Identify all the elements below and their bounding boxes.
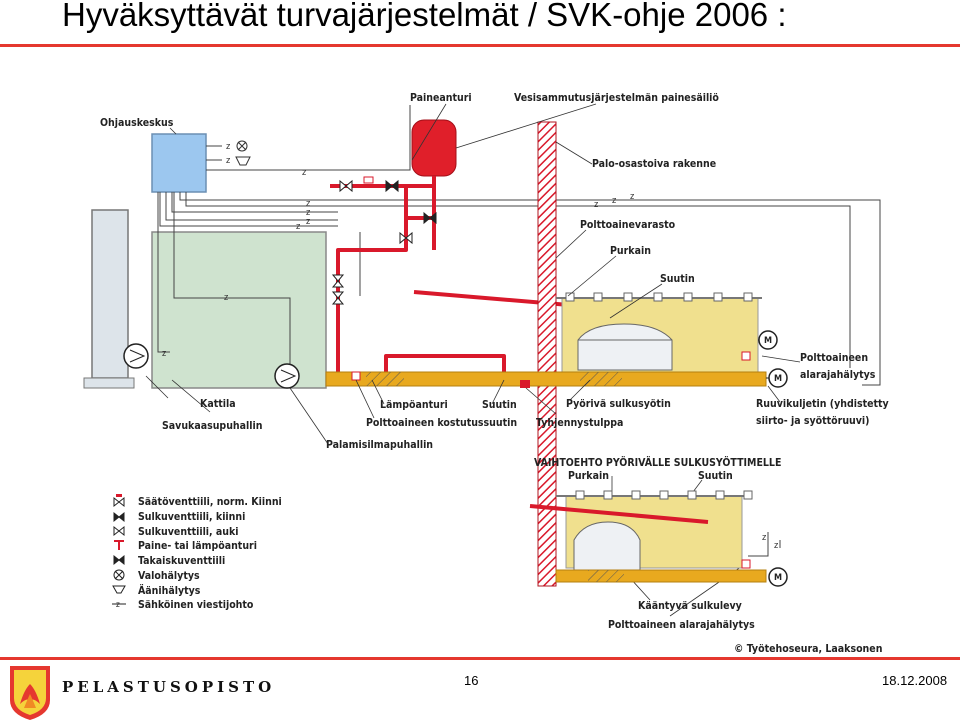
label-tilting-plate: Kääntyvä sulkulevy — [638, 600, 742, 612]
label-fuel-low-1: Polttoaineen — [800, 352, 868, 364]
label-control-center: Ohjauskeskus — [100, 117, 174, 129]
label-copyright: © Työtehoseura, Laaksonen — [734, 643, 882, 655]
label-heat-sensor: Lämpöanturi — [380, 399, 448, 411]
shutoff-valve-closed-icon — [113, 511, 125, 523]
motor-label: M — [764, 336, 772, 346]
z-mark: z — [612, 196, 616, 206]
z-mark: z — [306, 199, 310, 209]
motor-icon — [768, 567, 788, 587]
light-alarm-icon — [236, 140, 248, 152]
label-boiler: Kattila — [200, 398, 236, 410]
legend-label: Valohälytys — [138, 570, 200, 582]
light-alarm-icon — [113, 569, 125, 581]
motor-label: M — [774, 374, 782, 384]
z-mark: z — [774, 541, 778, 551]
legend-label: Paine- tai lämpöanturi — [138, 540, 257, 552]
label-rotary-feeder: Pyörivä sulkusyötin — [566, 398, 671, 410]
label-fuel-storage: Polttoainevarasto — [580, 219, 676, 231]
safety-system-diagram: z z z z z z z z z z z z z z — [83, 92, 889, 655]
label-fuel-low-2: alarajahälytys — [800, 369, 876, 381]
z-mark: z — [226, 142, 230, 152]
legend-label: Sulkuventtiili, kiinni — [138, 511, 245, 523]
page-number: 16 — [464, 673, 479, 688]
z-mark: z — [594, 200, 598, 210]
label-unloader-2: Purkain — [568, 470, 609, 482]
label-fire-wall: Palo-osastoiva rakenne — [592, 158, 716, 170]
z-mark: z — [296, 222, 300, 232]
z-mark: z — [226, 156, 230, 166]
page-title: Hyväksyttävät turvajärjestelmät / SVK-oh… — [62, 0, 787, 33]
label-screw-1: Ruuvikuljetin (yhdistetty — [756, 398, 889, 410]
control-center — [151, 133, 207, 193]
title-divider — [0, 44, 960, 47]
label-alternative: VAIHTOEHTO PYÖRIVÄLLE SULKUSYÖTTIMELLE — [534, 455, 781, 469]
screw-conveyor — [325, 371, 767, 387]
boiler — [151, 231, 327, 389]
footer-divider — [0, 657, 960, 660]
label-drain-plug: Tyhjennystulppa — [536, 417, 623, 429]
label-combustion-fan: Palamisilmapuhallin — [326, 439, 433, 451]
svg-text:z: z — [116, 600, 120, 609]
z-mark: z — [306, 217, 310, 227]
brand-name: PELASTUSOPISTO — [62, 678, 276, 696]
label-wetting-nozzle: Polttoaineen kostutussuutin — [366, 417, 517, 429]
signal-wire-icon: z — [112, 600, 126, 609]
label-nozzle-2: Suutin — [482, 399, 517, 411]
chimney — [91, 209, 129, 379]
z-mark: z — [162, 349, 166, 359]
z-mark: z — [630, 192, 634, 202]
legend-label: Sähköinen viestijohto — [138, 599, 254, 611]
pelastusopisto-logo — [10, 666, 50, 720]
legend: z Säätöventtiili, norm. Kiinni Sulkuvent… — [112, 494, 282, 611]
z-mark: z — [762, 533, 766, 543]
label-pressure-tank: Vesisammutusjärjestelmän painesäiliö — [514, 92, 719, 104]
legend-label: Takaiskuventtiili — [138, 555, 225, 567]
label-pressure-sensor: Paineanturi — [410, 92, 472, 104]
motor-label: M — [774, 573, 782, 583]
sensor-icon — [114, 540, 124, 550]
label-screw-2: siirto- ja syöttöruuvi) — [756, 415, 870, 427]
check-valve-icon — [113, 554, 125, 566]
z-mark: z — [306, 208, 310, 218]
label-nozzle-3: Suutin — [698, 470, 733, 482]
legend-label: Sulkuventtiili, auki — [138, 526, 239, 538]
fire-wall — [537, 121, 557, 587]
control-valve-icon — [113, 494, 125, 508]
legend-label: Säätöventtiili, norm. Kiinni — [138, 496, 282, 508]
shutoff-valve-open-icon — [113, 525, 125, 537]
label-unloader: Purkain — [610, 245, 651, 257]
z-mark: z — [224, 293, 228, 303]
z-mark: z — [302, 168, 306, 178]
label-fuel-low-2b: Polttoaineen alarajahälytys — [608, 619, 755, 631]
legend-label: Äänihälytys — [138, 583, 201, 597]
label-flue-gas-fan: Savukaasupuhallin — [162, 420, 262, 432]
footer-date: 18.12.2008 — [882, 673, 948, 688]
pressure-tank — [411, 119, 457, 177]
sound-alarm-icon — [112, 585, 126, 594]
sound-alarm-icon — [235, 156, 251, 166]
label-nozzle: Suutin — [660, 273, 695, 285]
